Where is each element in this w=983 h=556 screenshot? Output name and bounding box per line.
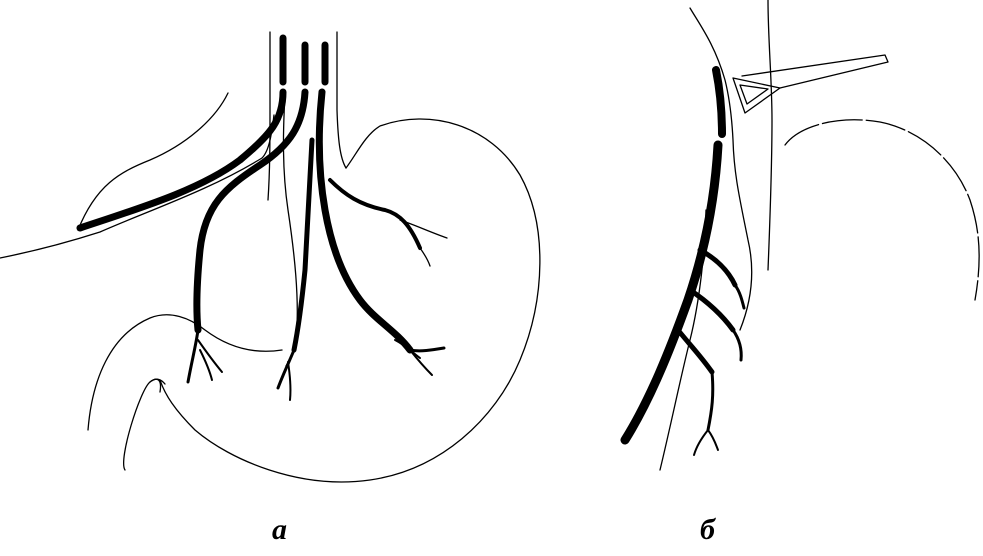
esophagus-outline-left-b	[689, 7, 753, 331]
branch-b-3b	[693, 429, 709, 456]
twig-left-3	[199, 349, 213, 381]
liver-edge-lower	[0, 114, 275, 259]
trunk-left-main	[76, 88, 287, 232]
panel-label-a: а	[272, 513, 287, 546]
vagus-trunks	[76, 34, 448, 354]
twig-center-2	[287, 361, 292, 401]
esophagus-outline-right	[336, 31, 347, 169]
trunk-middle-main	[193, 88, 309, 334]
panel-b	[620, 0, 980, 471]
stomach-outline	[159, 118, 541, 483]
duodenum-outline-inner	[123, 378, 162, 471]
stomach-outline-b	[784, 119, 980, 301]
clamp-handle	[741, 54, 889, 89]
esophagus-outline-left	[267, 31, 271, 201]
trunk-b-top	[712, 66, 726, 138]
clamp-instrument	[732, 54, 889, 114]
terminal-twigs	[186, 328, 446, 401]
panel-label-b: б	[700, 513, 715, 546]
branch-b-2a	[731, 328, 743, 362]
branch-b-3c	[707, 429, 719, 451]
trunk-center-branch	[291, 137, 315, 353]
branch-upper-right-twig2	[419, 247, 431, 267]
branch-b-2	[687, 287, 736, 333]
clamp-head-outer	[732, 77, 781, 114]
branch-b-3	[675, 327, 715, 375]
branch-b-1	[697, 247, 738, 288]
twig-right-3	[394, 339, 421, 359]
trunk-right-main	[315, 88, 414, 354]
trunk-b-main	[620, 140, 723, 445]
panel-a	[0, 31, 541, 483]
twig-right-1	[408, 346, 446, 353]
pylorus-detail	[149, 378, 166, 385]
branch-upper-right-twig1	[399, 219, 448, 239]
branch-b-1a	[733, 283, 746, 310]
esophagus-outline-right-b	[767, 0, 773, 271]
duodenum-outline-outer	[87, 314, 283, 431]
vagus-trunk-b	[620, 66, 746, 456]
twig-left-1	[186, 328, 200, 384]
twig-left-2	[197, 339, 223, 373]
twig-center-1	[276, 348, 296, 390]
liver-edge-upper	[77, 92, 229, 231]
clamp-head-inner	[739, 84, 769, 105]
branch-b-3a	[706, 370, 715, 432]
branch-upper-right	[328, 178, 422, 250]
